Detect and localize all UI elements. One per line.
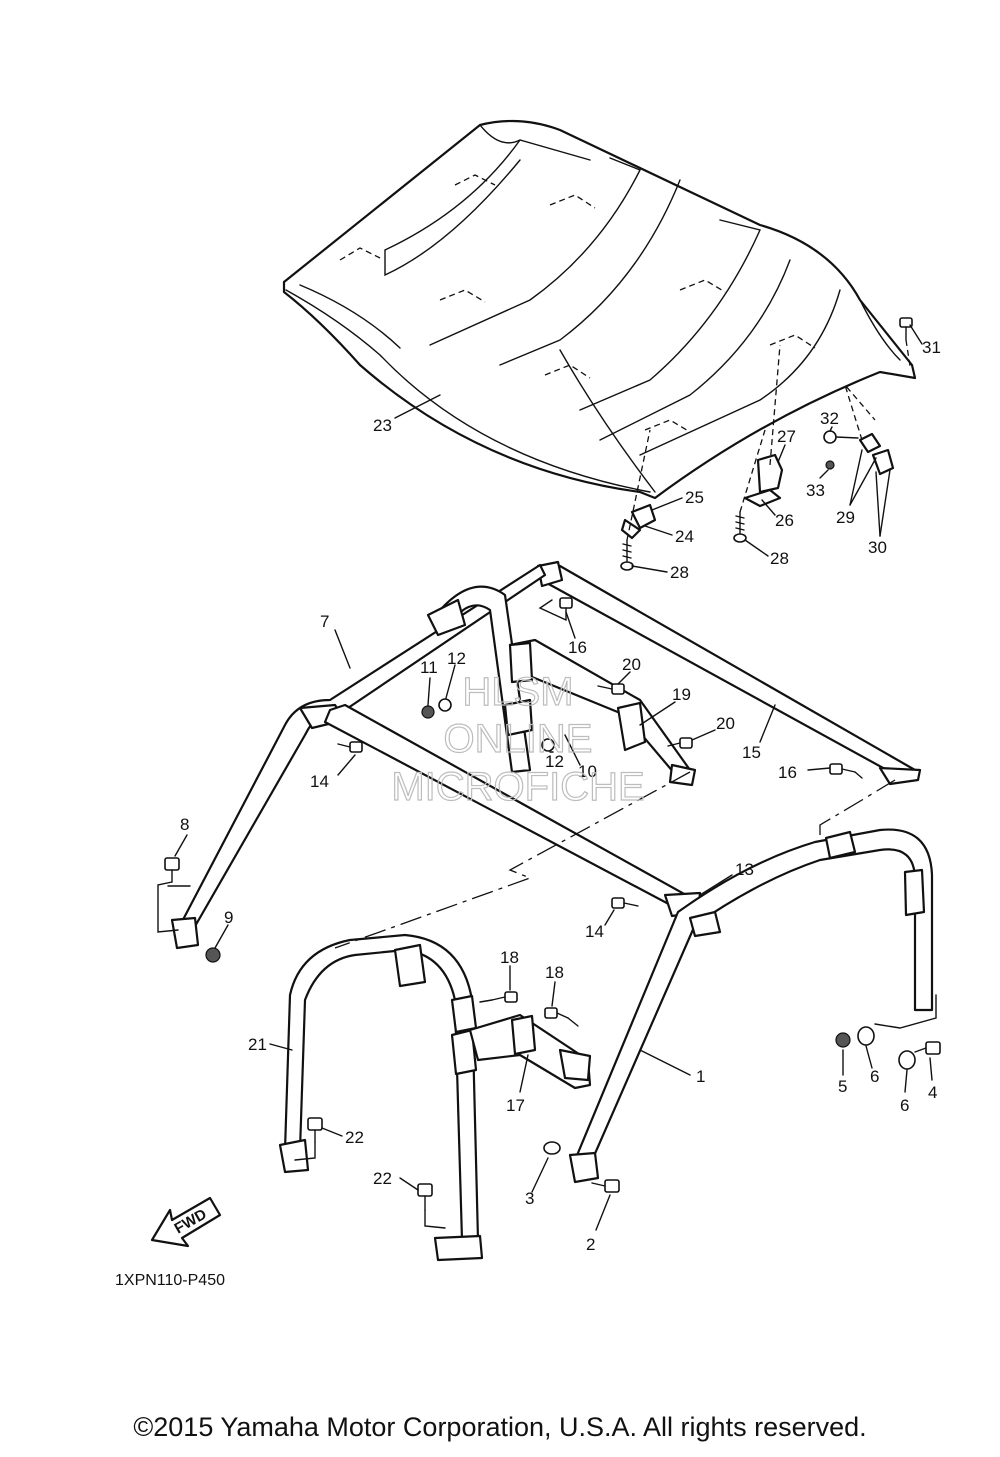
nut-5-icon	[835, 1032, 851, 1048]
callout-29: 29	[836, 508, 855, 527]
bolt-14a-icon	[337, 741, 363, 753]
bolt-20b-icon	[667, 737, 693, 749]
callout-25: 25	[685, 488, 704, 507]
bolt-20a-icon	[597, 683, 625, 695]
bolt-18b-icon	[544, 1007, 569, 1019]
callout-6a: 6	[870, 1067, 879, 1086]
washer-6a-icon	[857, 1026, 875, 1046]
rear-frame	[170, 560, 922, 950]
washer-12b-icon	[541, 738, 555, 752]
washer-32-icon	[823, 430, 837, 444]
callout-6b: 6	[900, 1096, 909, 1115]
callout-9: 9	[224, 908, 233, 927]
callout-13: 13	[735, 860, 754, 879]
watermark-line-1: HLSM	[462, 670, 573, 714]
bolt-8-icon	[164, 857, 180, 883]
nut-11-icon	[421, 705, 435, 719]
nut-33-icon	[825, 460, 835, 470]
front-hoop	[278, 933, 592, 1262]
callout-1: 1	[696, 1067, 705, 1086]
callout-labels: 1 2 3 4 5 6 6 7 8 9 10 11 12 12 13 14 14…	[180, 338, 941, 1254]
callout-19: 19	[672, 685, 691, 704]
watermark-line-3: MICROFICHE	[391, 765, 644, 809]
callout-23: 23	[373, 416, 392, 435]
callout-12b: 12	[545, 752, 564, 771]
copyright-notice: ©2015 Yamaha Motor Corporation, U.S.A. A…	[133, 1412, 867, 1442]
callout-28a: 28	[670, 563, 689, 582]
leader-lines	[174, 324, 933, 1231]
callout-11: 11	[420, 658, 438, 677]
bolt-18a-icon	[491, 991, 518, 1003]
screw-28b-icon	[733, 511, 747, 543]
callout-18a: 18	[500, 948, 519, 967]
callout-30: 30	[868, 538, 887, 557]
bolt-16b-icon	[829, 763, 856, 775]
callout-18b: 18	[545, 963, 564, 982]
washer-3-icon	[543, 1141, 561, 1155]
callout-24: 24	[675, 527, 694, 546]
callout-4: 4	[928, 1083, 937, 1102]
bolt-31-icon	[899, 317, 913, 341]
watermark: HLSM ONLINE MICROFICHE	[391, 669, 646, 809]
bolt-16a-icon	[559, 597, 573, 621]
callout-27: 27	[777, 427, 796, 446]
callout-28b: 28	[770, 549, 789, 568]
callout-21: 21	[248, 1035, 267, 1054]
assembly-guides	[157, 599, 937, 1229]
fwd-arrow: FWD	[150, 1196, 222, 1248]
bracket-27-icon	[743, 453, 784, 508]
callout-5: 5	[838, 1077, 847, 1096]
callout-33: 33	[806, 481, 825, 500]
callout-8: 8	[180, 815, 189, 834]
callout-26: 26	[775, 511, 794, 530]
callout-31: 31	[922, 338, 941, 357]
callout-3: 3	[525, 1189, 534, 1208]
callout-20a: 20	[622, 655, 641, 674]
callout-14a: 14	[310, 772, 329, 791]
front-frame	[568, 828, 934, 1184]
callout-17: 17	[506, 1096, 525, 1115]
callout-10: 10	[578, 762, 597, 781]
roof-panel	[282, 119, 917, 500]
washer-12a-icon	[438, 698, 452, 712]
nut-9-icon	[205, 947, 221, 963]
callout-15: 15	[742, 743, 761, 762]
callout-16a: 16	[568, 638, 587, 657]
bolt-14b-icon	[611, 897, 639, 909]
callout-2: 2	[586, 1235, 595, 1254]
screw-28a-icon	[620, 539, 634, 571]
watermark-line-2: ONLINE	[444, 717, 593, 761]
washer-6b-icon	[898, 1050, 916, 1070]
drawing-code: 1XPN110-P450	[115, 1272, 225, 1289]
callout-7: 7	[320, 612, 329, 631]
frame-hardware	[164, 597, 941, 1211]
callout-22b: 22	[373, 1169, 392, 1188]
roof-fasteners	[620, 317, 913, 571]
latch-29-icon	[858, 432, 895, 476]
callout-16b: 16	[778, 763, 797, 782]
callout-22a: 22	[345, 1128, 364, 1147]
bolt-2-icon	[591, 1179, 620, 1193]
bolt-22b-icon	[417, 1183, 433, 1211]
callout-14b: 14	[585, 922, 604, 941]
callout-12a: 12	[447, 649, 466, 668]
callout-32: 32	[820, 409, 839, 428]
bolt-4-icon	[914, 1041, 941, 1055]
clip-24-icon	[620, 503, 657, 540]
bolt-22a-icon	[307, 1117, 323, 1143]
callout-20b: 20	[716, 714, 735, 733]
